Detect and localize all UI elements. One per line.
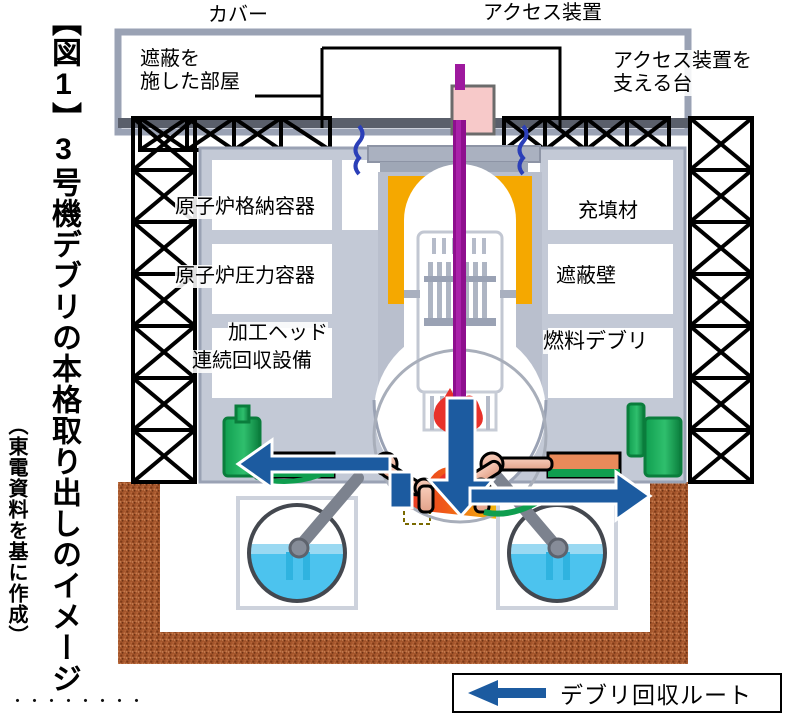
decorative-dots: ・・・・・・・・ xyxy=(10,693,147,710)
debris-route-arrows xyxy=(235,396,653,523)
label-fuel-debris: 燃料デブリ xyxy=(543,330,648,355)
label-containment-vessel: 原子炉格納容器 xyxy=(175,196,315,219)
page-title: 【図1】3号機デブリの本格取り出しのイメージ xyxy=(47,6,80,694)
source-credit: （東電資料を基に作成） xyxy=(5,415,27,646)
suppression-chamber-left xyxy=(236,472,364,610)
label-access-support: アクセス装置を 支える台 xyxy=(613,50,752,96)
torus-access-arm-left xyxy=(294,472,364,552)
label-continuous-recovery: 連続回収設備 xyxy=(192,350,312,373)
label-pressure-vessel: 原子炉圧力容器 xyxy=(175,265,315,288)
left-arrow-icon xyxy=(468,680,546,706)
label-cover: カバー xyxy=(208,4,268,27)
label-shielded-room: 遮蔽を 施した部屋 xyxy=(140,48,240,94)
access-shaft xyxy=(453,120,466,420)
label-filler: 充填材 xyxy=(578,200,638,223)
legend: デブリ回収ルート xyxy=(452,673,782,713)
debris-canister-right xyxy=(626,402,683,478)
left-downcomer xyxy=(286,552,310,580)
label-machining-head: 加工ヘッド xyxy=(228,322,328,345)
left-truss-tower xyxy=(131,116,197,484)
label-shield-wall: 遮蔽壁 xyxy=(556,265,616,288)
right-truss-tower xyxy=(688,116,754,484)
legend-label: デブリ回収ルート xyxy=(560,682,752,708)
flexible-conduit xyxy=(353,124,529,176)
label-access-device: アクセス装置 xyxy=(483,2,602,25)
right-downcomer xyxy=(546,552,570,580)
